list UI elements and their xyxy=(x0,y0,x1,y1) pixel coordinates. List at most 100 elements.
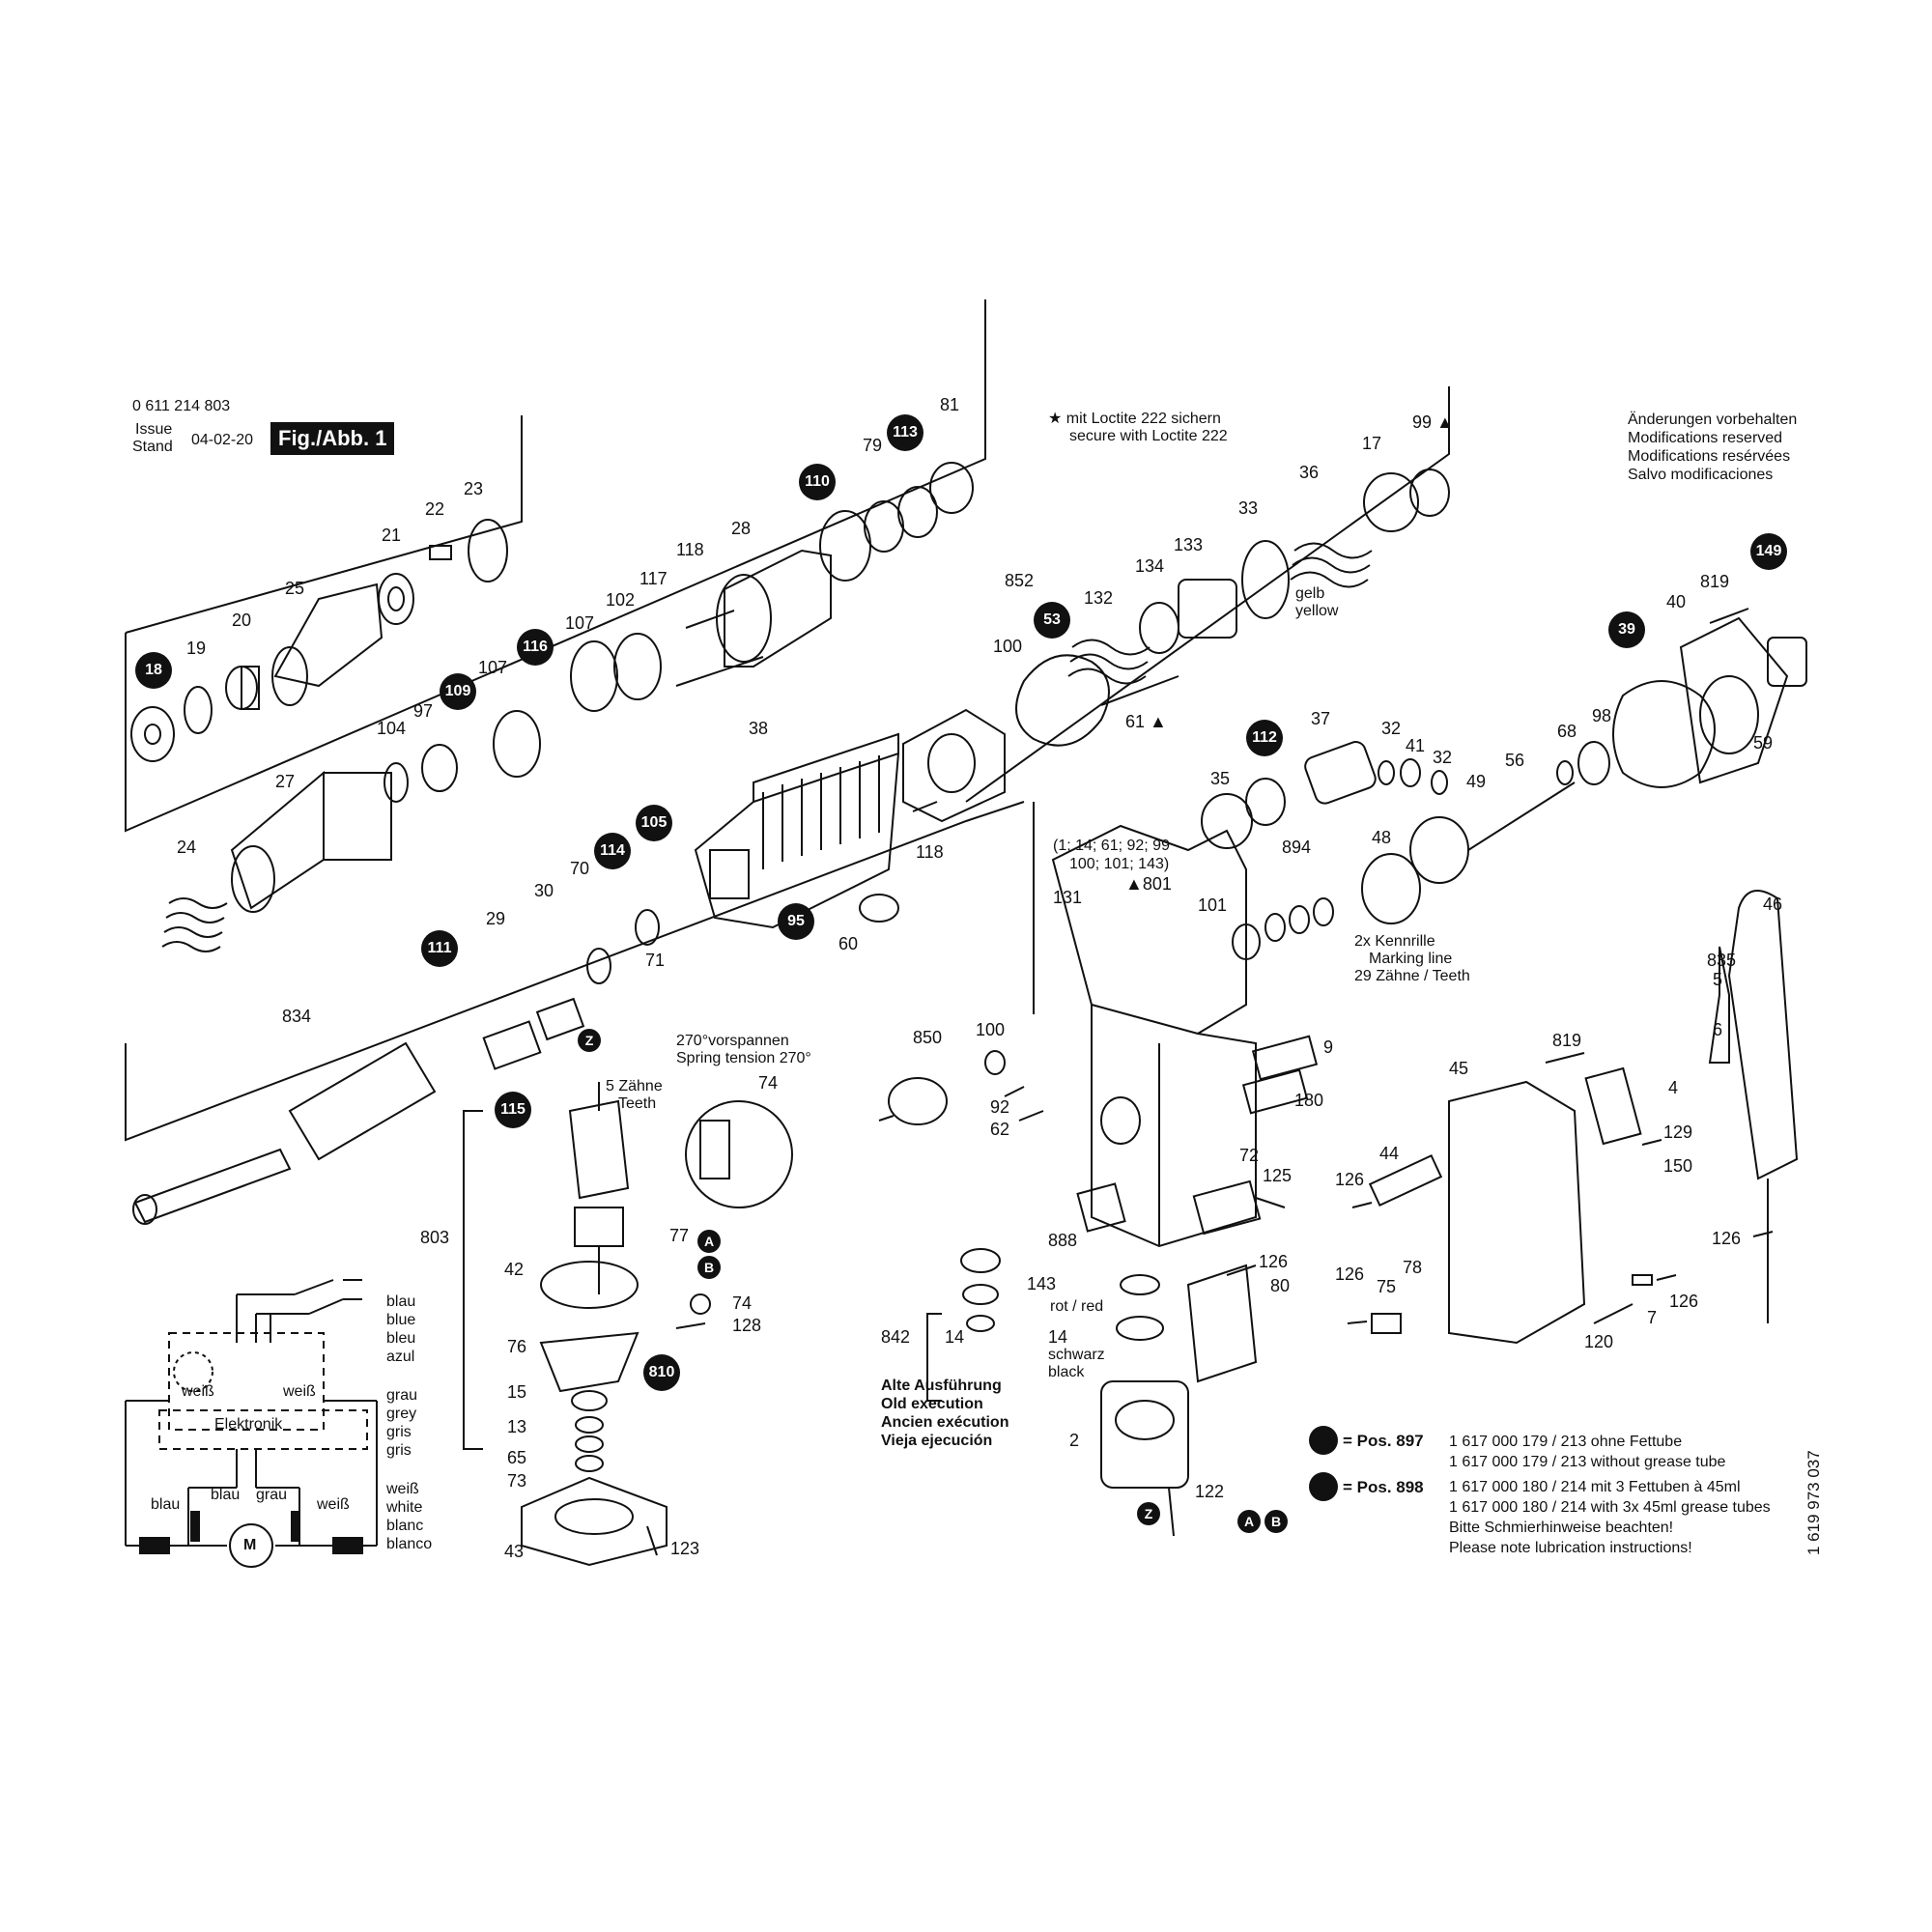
badge-810: 810 xyxy=(643,1354,680,1391)
part-40 xyxy=(1679,616,1789,784)
part-24 xyxy=(161,897,228,952)
part-79 xyxy=(864,500,904,553)
part-112-ring xyxy=(1245,778,1286,826)
callout-5: 5 xyxy=(1713,970,1723,989)
part-4 xyxy=(1584,1066,1642,1146)
callout-123: 123 xyxy=(670,1539,700,1558)
note-5-teeth-en: Teeth xyxy=(618,1095,657,1112)
wire-grau-es: gris xyxy=(386,1442,412,1459)
legend-line-2: 1 617 000 179 / 213 without grease tube xyxy=(1449,1454,1726,1470)
callout-60: 60 xyxy=(838,934,859,953)
badge-114: 114 xyxy=(594,833,631,869)
note-29-teeth: 29 Zähne / Teeth xyxy=(1354,968,1470,984)
callout-801: ▲801 xyxy=(1125,874,1172,894)
part-819b xyxy=(1545,1052,1585,1064)
callout-107a: 107 xyxy=(478,658,508,677)
callout-79: 79 xyxy=(863,436,883,455)
frame-toolholder xyxy=(125,801,1025,1142)
frame-chuck-assembly xyxy=(125,299,986,833)
part-97 xyxy=(421,744,458,792)
note-old-en: Old execution xyxy=(881,1396,983,1412)
wire-weiss-right: weiß xyxy=(283,1383,316,1400)
frame-chuck-front xyxy=(125,415,523,634)
note-old-es: Vieja ejecución xyxy=(881,1433,993,1449)
callout-59: 59 xyxy=(1753,733,1774,753)
side-reference-number: 1 619 973 037 xyxy=(1804,1450,1823,1555)
legend-line-5: Bitte Schmierhinweise beachten! xyxy=(1449,1520,1674,1536)
callout-68: 68 xyxy=(1557,722,1577,741)
part-125 xyxy=(1255,1197,1286,1208)
callout-134: 134 xyxy=(1135,556,1165,576)
wiring-diagram xyxy=(125,1279,378,1568)
callout-129: 129 xyxy=(1663,1122,1693,1142)
wire-blau-en: blue xyxy=(386,1312,416,1328)
stand-label: Stand xyxy=(132,439,173,455)
part-81 xyxy=(929,462,974,514)
callout-132: 132 xyxy=(1084,588,1114,608)
part-14-new xyxy=(1116,1316,1164,1341)
part-42 xyxy=(540,1261,639,1309)
callout-107b: 107 xyxy=(565,613,595,633)
wire-blau-es: azul xyxy=(386,1349,415,1365)
part-126b xyxy=(1351,1202,1373,1208)
legend-dot-897 xyxy=(1309,1426,1338,1455)
callout-23: 23 xyxy=(464,479,484,498)
callout-15: 15 xyxy=(507,1382,527,1402)
badge-39: 39 xyxy=(1608,611,1645,648)
callout-97: 97 xyxy=(413,701,434,721)
part-126c xyxy=(1752,1231,1774,1237)
callout-36: 36 xyxy=(1299,463,1320,482)
note-old-fr: Ancien exécution xyxy=(881,1414,1009,1431)
part-888 xyxy=(1076,1182,1126,1233)
part-819a xyxy=(1709,608,1749,624)
marker-a-bottom: A xyxy=(1237,1510,1261,1533)
callout-40: 40 xyxy=(1666,592,1687,611)
callout-35: 35 xyxy=(1210,769,1231,788)
callout-14a: 14 xyxy=(945,1327,965,1347)
badge-113: 113 xyxy=(887,414,923,451)
callout-70: 70 xyxy=(570,859,590,878)
part-70 xyxy=(586,948,611,984)
marker-z-bottom: Z xyxy=(1137,1502,1160,1525)
callout-37: 37 xyxy=(1311,709,1331,728)
part-73 xyxy=(575,1455,604,1472)
callout-78: 78 xyxy=(1403,1258,1423,1277)
wire-weiss-en: white xyxy=(386,1499,423,1516)
marker-b-bottom: B xyxy=(1264,1510,1288,1533)
callout-61: 61 ▲ xyxy=(1125,712,1167,731)
wire-blau-de: blau xyxy=(386,1293,416,1310)
callout-92: 92 xyxy=(990,1097,1010,1117)
part-65 xyxy=(575,1435,604,1453)
part-22 xyxy=(429,545,452,560)
part-44 xyxy=(1368,1154,1443,1207)
callout-122: 122 xyxy=(1195,1482,1225,1501)
callout-150: 150 xyxy=(1663,1156,1693,1176)
part-129 xyxy=(1641,1139,1662,1146)
part-123 xyxy=(646,1525,658,1556)
part-74b xyxy=(690,1293,711,1315)
part-35 xyxy=(1201,793,1253,849)
part-132 xyxy=(1067,639,1151,685)
part-107b xyxy=(570,640,618,712)
wire-weiss-fr: blanc xyxy=(386,1518,424,1534)
callout-28: 28 xyxy=(731,519,752,538)
callout-46: 46 xyxy=(1763,895,1783,914)
callout-7: 7 xyxy=(1647,1308,1658,1327)
part-21 xyxy=(378,573,414,625)
note-black: black xyxy=(1048,1364,1085,1380)
marker-b-top: B xyxy=(697,1256,721,1279)
callout-72: 72 xyxy=(1239,1146,1260,1165)
note-spring-de: 270°vorspannen xyxy=(676,1033,789,1049)
part-68 xyxy=(1556,760,1574,785)
part-113-ring xyxy=(897,486,938,538)
part-14a xyxy=(962,1284,999,1305)
part-76 xyxy=(539,1331,639,1393)
part-74-detail xyxy=(685,1100,793,1208)
callout-24: 24 xyxy=(177,838,197,857)
note-housing-set-2: 100; 101; 143) xyxy=(1069,856,1170,872)
callout-74a: 74 xyxy=(758,1073,779,1093)
callout-44: 44 xyxy=(1379,1144,1400,1163)
part-59 xyxy=(1767,637,1807,687)
callout-102: 102 xyxy=(606,590,636,610)
